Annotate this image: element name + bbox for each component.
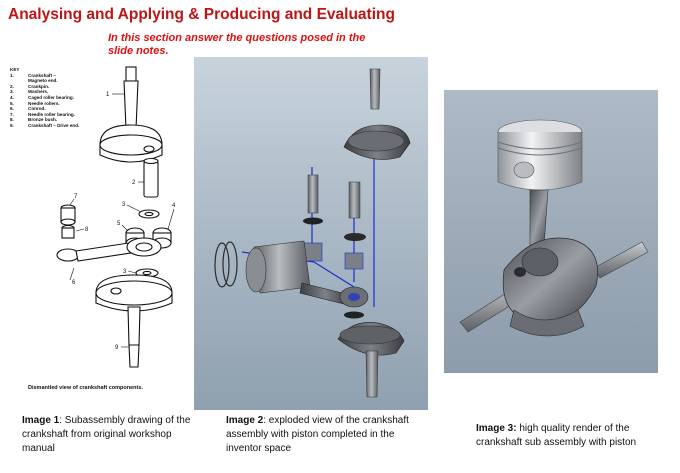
- key-item: 3.Washers.: [10, 89, 49, 95]
- image2-caption-label: Image 2: [226, 415, 264, 426]
- callout-3b: 3: [123, 269, 127, 275]
- callout-3: 3: [122, 202, 126, 208]
- drawing-callouts: 1 2 3 4 5 6 7 8 3 9: [72, 92, 176, 351]
- key-item: 5.Needle rollers.: [10, 100, 60, 106]
- drawing-caption: Dismantled view of crankshaft components…: [28, 385, 143, 391]
- callout-5: 5: [117, 221, 121, 227]
- image2-exploded-render: [194, 57, 428, 410]
- image3-caption-label: Image 3:: [476, 423, 517, 434]
- key-item: 8.Bronze bush.: [10, 117, 58, 123]
- key-item: 4.Caged roller bearing.: [10, 94, 74, 100]
- image2-caption-text: : exploded view of the crankshaft assemb…: [226, 415, 409, 454]
- image1-caption-text: : Subassembly drawing of the crankshaft …: [22, 415, 191, 454]
- callout-4: 4: [172, 203, 176, 209]
- callout-6: 6: [72, 280, 76, 286]
- callout-8: 8: [85, 227, 89, 233]
- key-item: 7.Needle roller bearing.: [10, 111, 75, 117]
- key-item: 9.Crankshaft – Drive end.: [10, 122, 80, 128]
- callout-2: 2: [132, 180, 136, 186]
- key-heading: KEY: [10, 67, 20, 72]
- slide-instruction: In this section answer the questions pos…: [108, 32, 366, 57]
- image2-caption: Image 2: exploded view of the crankshaft…: [226, 414, 426, 456]
- drawing-key: KEY 1.Crankshaft – Magneto end. 2.Crankp…: [10, 67, 79, 129]
- slide-title: Analysing and Applying & Producing and E…: [8, 6, 395, 23]
- crankshaft-exploded-line-drawing: [56, 66, 175, 368]
- callout-9: 9: [115, 345, 119, 351]
- image1-caption-label: Image 1: [22, 415, 60, 426]
- image1-line-drawing: KEY 1.Crankshaft – Magneto end. 2.Crankp…: [4, 65, 188, 393]
- key-item: 2.Crankpin.: [10, 83, 50, 89]
- key-item: 1.Crankshaft – Magneto end.: [10, 72, 58, 84]
- exploded-assembly-render: [214, 68, 411, 398]
- image1-caption: Image 1: Subassembly drawing of the cran…: [22, 414, 197, 456]
- callout-1: 1: [106, 92, 110, 98]
- assembled-crankshaft-render: [459, 119, 649, 337]
- callout-7: 7: [74, 194, 78, 200]
- key-item: 6.Conrod.: [10, 106, 46, 112]
- image3-caption: Image 3: high quality render of the cran…: [476, 422, 651, 450]
- image3-hq-render: [444, 90, 658, 373]
- image3-caption-text: high quality render of the crankshaft su…: [476, 423, 637, 448]
